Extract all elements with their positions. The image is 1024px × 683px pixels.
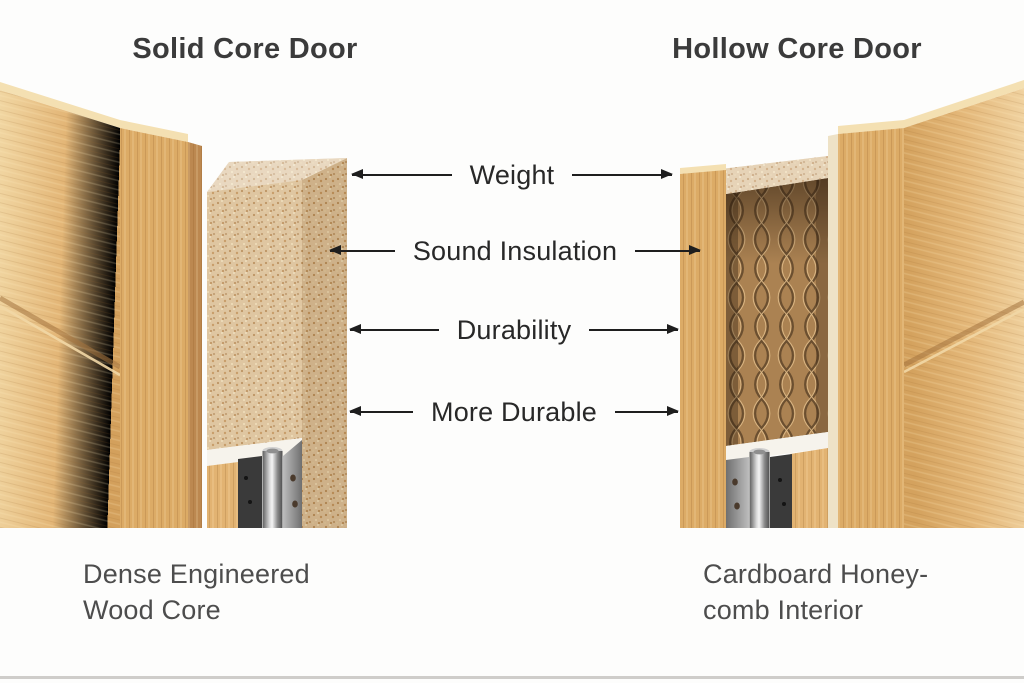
comparison-row-durability: Durability	[349, 313, 679, 347]
core-gap	[207, 438, 302, 466]
comparison-row-sound-insulation: Sound Insulation	[329, 234, 701, 268]
door-hinge	[726, 448, 792, 528]
solid-core-door-illustration	[0, 82, 347, 528]
arrow-right-icon	[615, 405, 680, 418]
comparison-label: Durability	[456, 314, 572, 345]
honeycomb-core	[726, 178, 828, 446]
arrow-left-icon	[351, 168, 452, 181]
skin-cut-edge	[828, 134, 838, 528]
arrow-left-icon	[349, 323, 439, 336]
door-face-groove	[0, 295, 122, 370]
left-door-caption: Dense Engineered Wood Core	[83, 559, 310, 626]
left-door-title: Solid Core Door	[132, 33, 358, 65]
arrow-right-icon	[589, 323, 679, 336]
arrow-right-icon	[635, 244, 701, 257]
arrow-left-icon	[329, 244, 395, 257]
comparison-label: Weight	[469, 159, 555, 190]
arrow-left-icon	[348, 405, 414, 418]
door-top-edge	[0, 82, 120, 128]
right-door-caption: Cardboard Honey- comb Interior	[703, 559, 929, 626]
hollow-core-door-illustration	[680, 80, 1024, 528]
right-door-title: Hollow Core Door	[672, 33, 922, 65]
comparison-label: Sound Insulation	[412, 235, 618, 266]
door-face-groove	[902, 299, 1024, 368]
comparison-label: More Durable	[431, 396, 597, 427]
comparison-row-more-durable: More Durable	[348, 395, 680, 429]
comparison-row-weight: Weight	[351, 158, 673, 192]
bottom-divider	[0, 676, 1024, 679]
arrow-right-icon	[572, 168, 673, 181]
doors-illustration	[0, 80, 1024, 528]
door-hinge	[238, 440, 302, 528]
